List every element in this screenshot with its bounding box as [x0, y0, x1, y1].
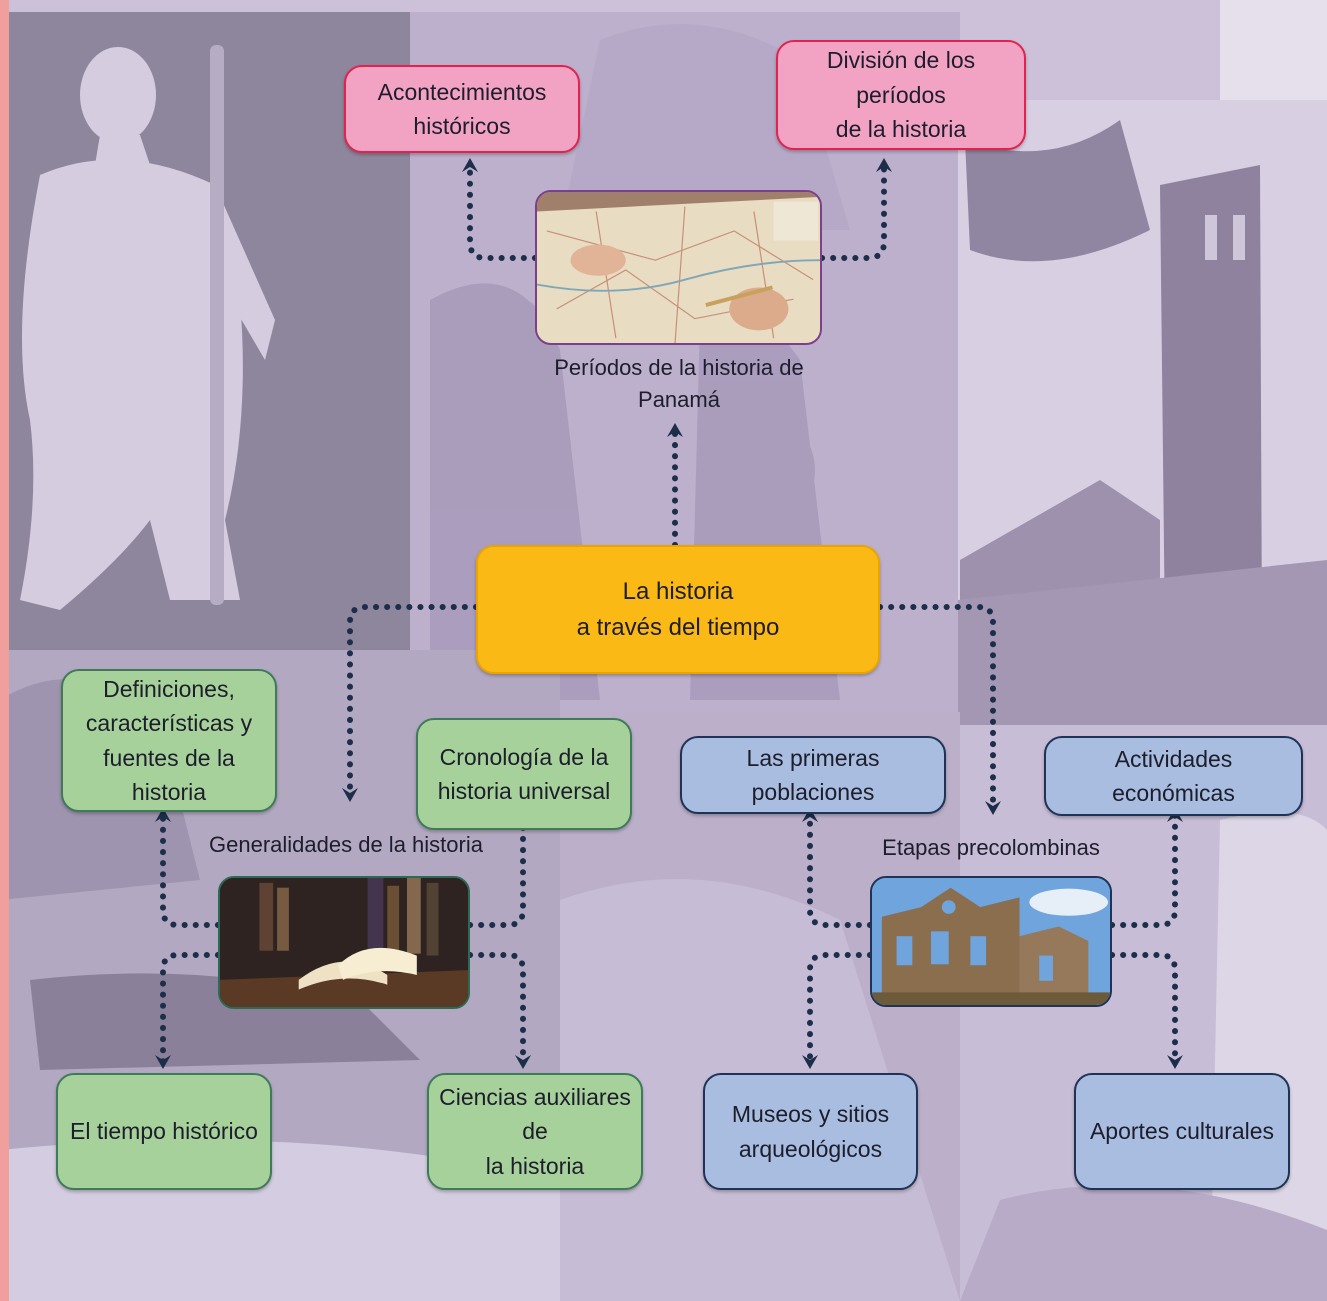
- division-node-text: División de los períodos de la historia: [826, 47, 976, 143]
- etapas-label: Etapas precolombinas: [882, 835, 1100, 860]
- actividades-node[interactable]: Actividades económicas: [1044, 736, 1303, 816]
- connector-ruins-primeras: [802, 808, 873, 928]
- aportes-node-text: Aportes culturales: [1089, 1118, 1275, 1145]
- connector-map-division: [819, 158, 892, 261]
- definiciones-node-text: Definiciones, características y fuentes …: [85, 675, 253, 806]
- aportes-node[interactable]: Aportes culturales: [1074, 1073, 1290, 1190]
- connector-ruins-actividades: [1109, 808, 1183, 928]
- ciencias-node-text: Ciencias auxiliares de la historia: [439, 1083, 631, 1179]
- connector-ruins-aportes: [1109, 952, 1183, 1069]
- cronologia-node-text: Cronología de la historia universal: [437, 743, 611, 805]
- primeras-node-text: Las primeras poblaciones: [746, 744, 880, 806]
- map-photo: [535, 190, 822, 345]
- museos-node-text: Museos y sitios arqueológicos: [731, 1101, 890, 1162]
- tiempo-node[interactable]: El tiempo histórico: [56, 1073, 272, 1190]
- center-node-text: La historia a través del tiempo: [576, 577, 780, 641]
- accent-left-strip: [0, 0, 9, 1301]
- center-node[interactable]: La historia a través del tiempo: [476, 545, 880, 674]
- connector-center-etapas: [877, 604, 1001, 815]
- acontecimientos-node[interactable]: Acontecimientos históricos: [344, 65, 580, 153]
- tiempo-node-text: El tiempo histórico: [70, 1118, 258, 1145]
- ciencias-node[interactable]: Ciencias auxiliares de la historia: [427, 1073, 643, 1190]
- acontecimientos-node-text: Acontecimientos históricos: [377, 78, 547, 140]
- connector-book-ciencias: [467, 952, 531, 1069]
- connector-map-acontecimientos: [462, 158, 538, 261]
- definiciones-node[interactable]: Definiciones, características y fuentes …: [61, 669, 277, 812]
- museos-node[interactable]: Museos y sitios arqueológicos: [703, 1073, 918, 1190]
- cronologia-node[interactable]: Cronología de la historia universal: [416, 718, 632, 830]
- ruins-photo: [870, 876, 1112, 1007]
- periodos-label: Períodos de la historia de Panamá: [554, 355, 804, 412]
- connector-ruins-museos: [802, 952, 873, 1069]
- generalidades-label: Generalidades de la historia: [209, 832, 483, 857]
- connector-center-generalidades: [342, 604, 479, 802]
- primeras-node[interactable]: Las primeras poblaciones: [680, 736, 946, 814]
- connector-book-definiciones: [155, 808, 221, 928]
- book-photo: [218, 876, 470, 1009]
- division-node[interactable]: División de los períodos de la historia: [776, 40, 1026, 150]
- actividades-node-text: Actividades económicas: [1112, 745, 1235, 807]
- connector-book-tiempo: [155, 952, 221, 1069]
